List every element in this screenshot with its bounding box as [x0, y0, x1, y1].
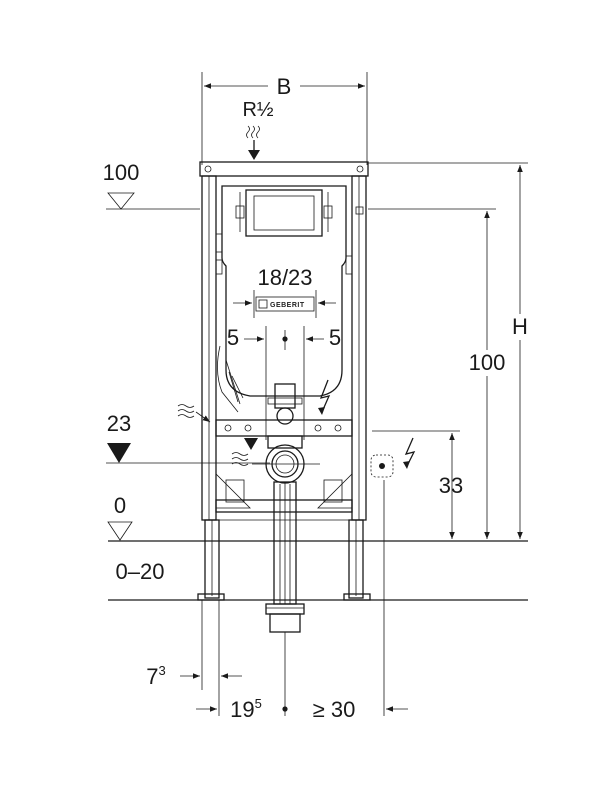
dimension-100-right: 100 [368, 208, 508, 539]
level-triangle-filled-icon [107, 443, 131, 463]
flush-pipe [267, 383, 303, 425]
water-left-marker [177, 404, 211, 423]
level-23-marker: 23 [106, 411, 270, 464]
button-plate-label: 18/23 [257, 265, 312, 290]
offset-right-label: 5 [329, 325, 341, 350]
level-0-marker: 0 [107, 493, 133, 541]
height-dimension: H [368, 162, 534, 539]
level-23-label: 23 [107, 411, 131, 436]
power-socket-icon [370, 454, 394, 478]
water-wave-icon [177, 404, 195, 408]
button-plate-dimension: 18/23 [233, 265, 336, 318]
cistern: GEBERIT [215, 185, 364, 413]
offset-dimensions: 5 5 [227, 325, 341, 440]
level-100-label: 100 [103, 160, 140, 185]
dimension-ge30-label: ≥ 30 [313, 697, 356, 722]
electrical-outlet-marker [370, 437, 416, 716]
dimension-19-label: 195 [230, 696, 262, 722]
water-supply-label: R½ [242, 99, 273, 121]
drain-assembly [215, 435, 353, 633]
dimension-33: 33 [372, 430, 463, 539]
service-opening [245, 189, 323, 237]
geberit-logo [255, 296, 315, 312]
level-triangle-open-icon [107, 521, 133, 541]
electric-bolt-icon [404, 437, 416, 467]
level-0-label: 0 [114, 493, 126, 518]
logo-text: GEBERIT [270, 302, 305, 309]
water-supply-marker: R½ [242, 99, 274, 160]
floor-lines [108, 540, 528, 601]
water-wave-icon [246, 125, 250, 139]
floor-range-label: 0–20 [116, 559, 165, 584]
logo-mark-icon [258, 299, 268, 309]
water-supply-23 [231, 438, 258, 466]
height-label: H [512, 314, 528, 339]
water-inlet-arrow-icon [248, 150, 260, 160]
dimension-100-label: 100 [469, 350, 506, 375]
inlet-arrow-icon [244, 438, 258, 450]
width-label: B [277, 74, 292, 99]
bottom-dimensions: 73 195 ≥ 30 [146, 600, 408, 722]
electric-bolt-icon [319, 379, 331, 413]
dimension-7-label: 73 [146, 663, 165, 689]
installation-frame [197, 161, 371, 601]
level-triangle-open-icon [107, 192, 135, 210]
dimension-33-label: 33 [439, 473, 463, 498]
level-100-marker: 100 [103, 160, 200, 210]
width-dimension: B [201, 72, 368, 165]
offset-left-label: 5 [227, 325, 239, 350]
